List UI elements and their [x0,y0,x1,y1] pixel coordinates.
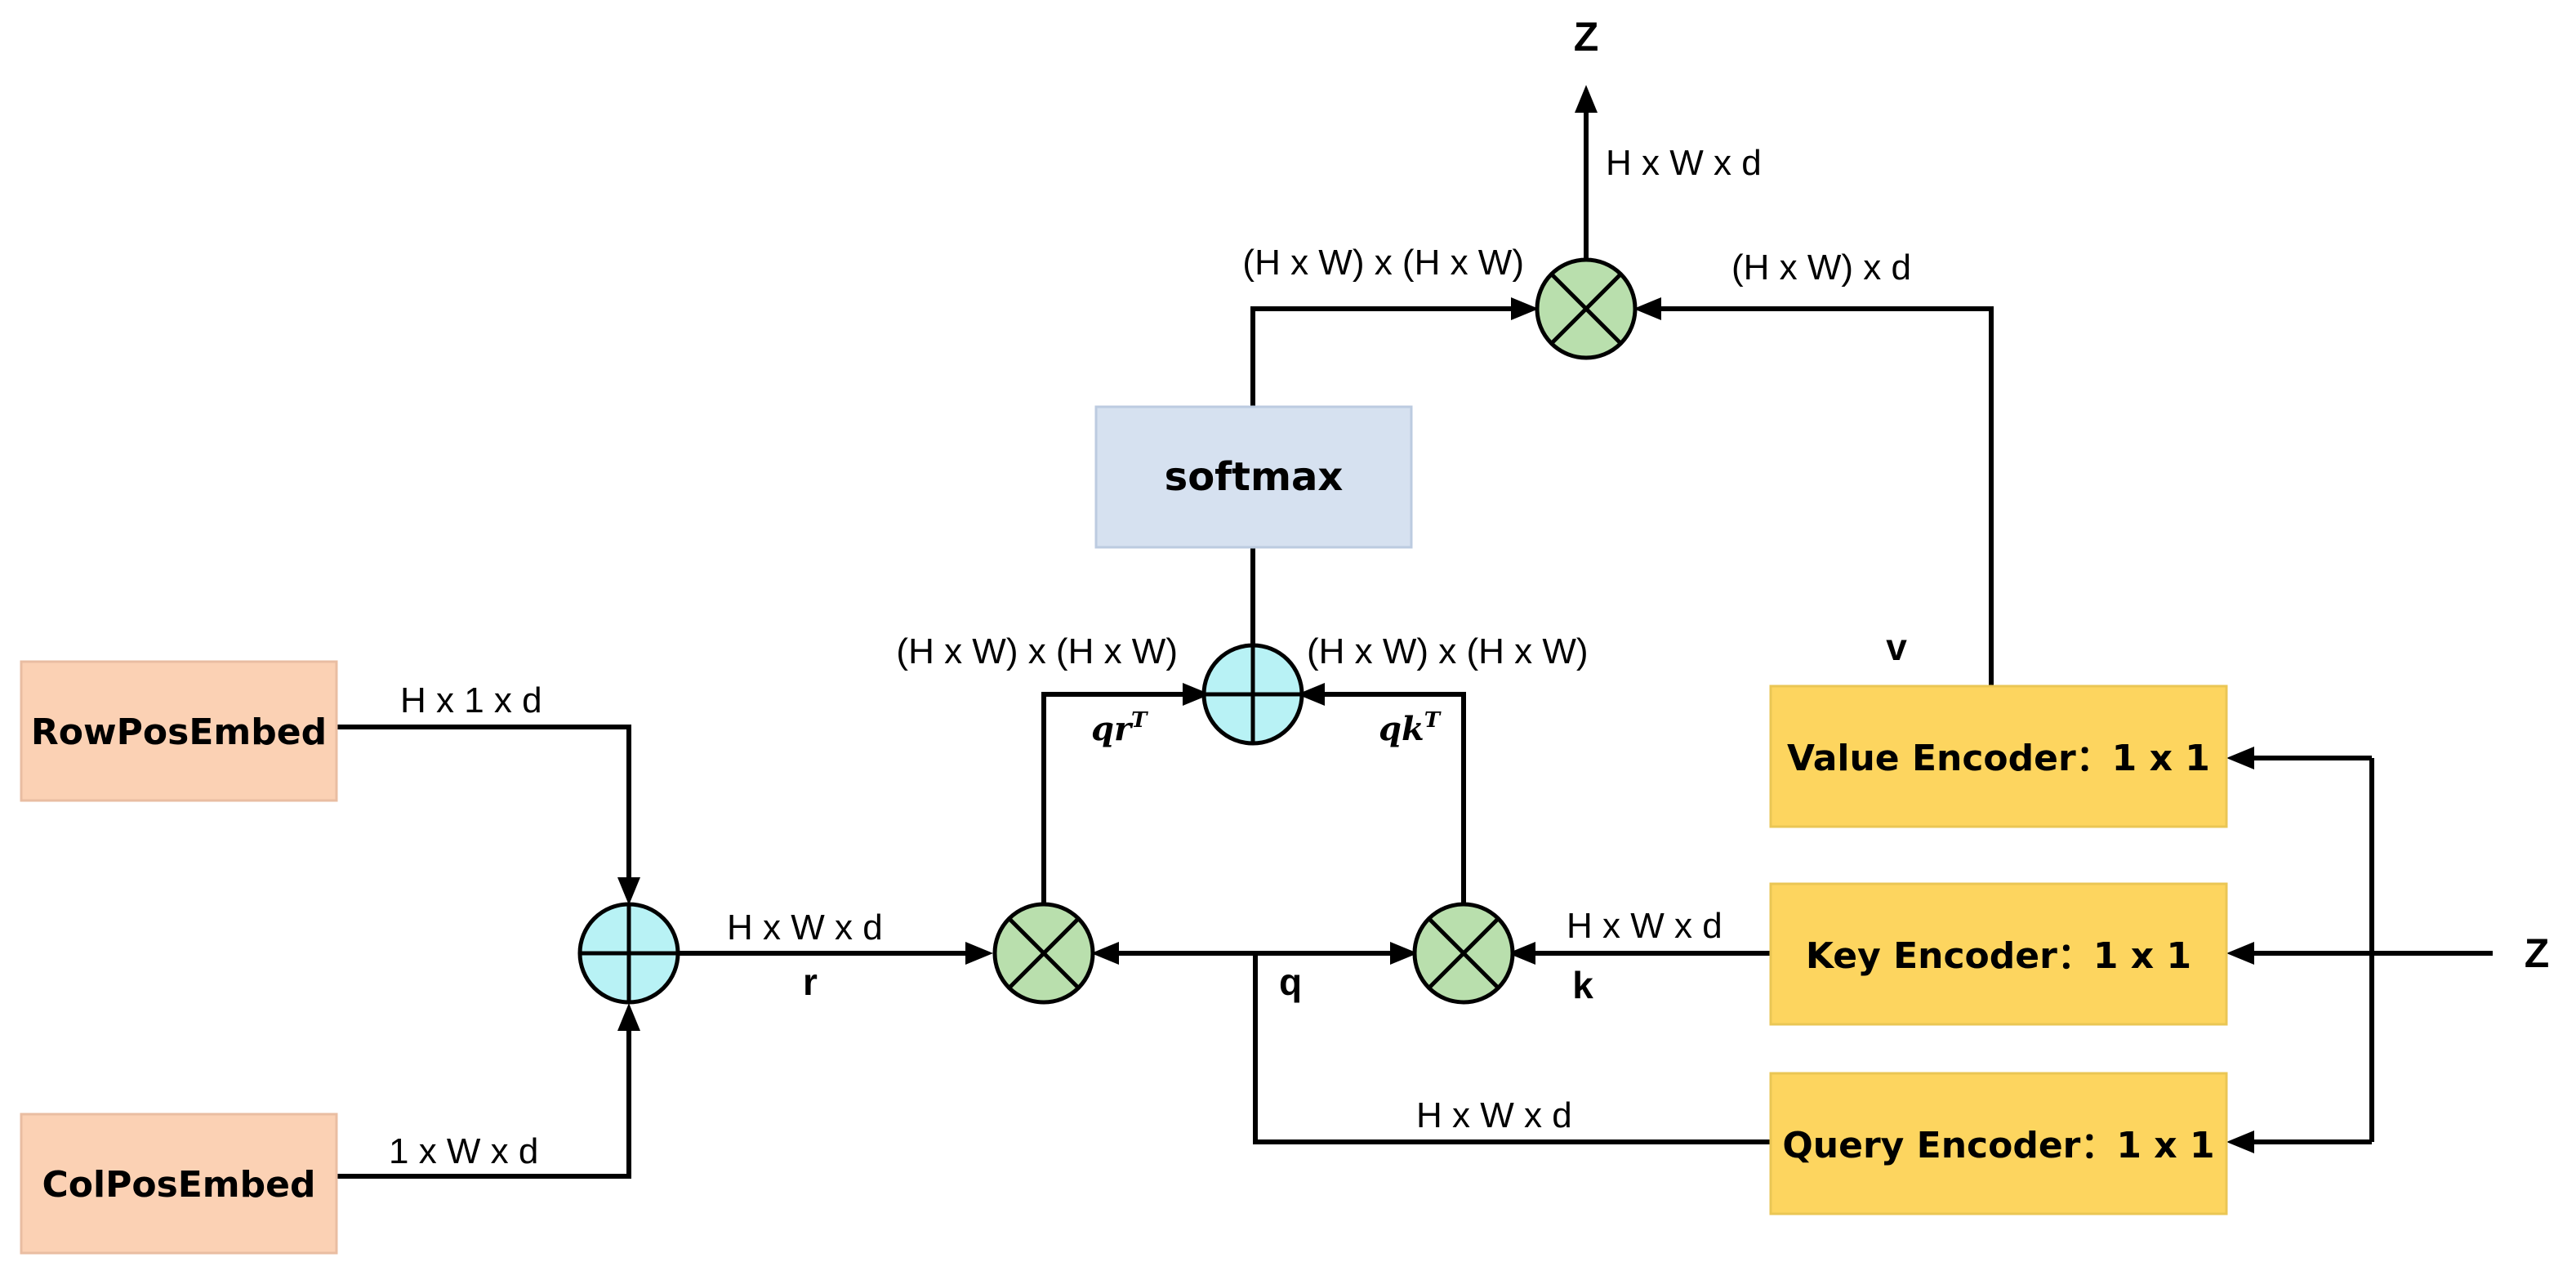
wire-qr [1041,692,1199,903]
wire-row-to-plus [336,725,631,894]
qk-dim-label: (H x W) x (H x W) [1307,631,1589,671]
add-node-embed [577,902,680,1005]
value-encoder-rect [1769,685,2228,828]
times-stroke-b [1008,917,1080,989]
softmax-label: softmax [1165,454,1344,500]
k-label: k [1572,964,1593,1006]
wire-query [1253,953,1771,1144]
row-dim-label: H x 1 x d [400,680,542,720]
value-dim-label: (H x W) x d [1731,248,1911,288]
key-encoder-label: Key Encoder：1 x 1 [1806,935,2191,977]
wire-col-to-plus [336,1013,631,1179]
value-encoder-label: Value Encoder：1 x 1 [1787,738,2210,779]
qr-dim-label: (H x W) x (H x W) [896,631,1178,671]
arrowhead-r [965,942,993,965]
multiply-node-qk [1412,902,1515,1005]
connectors [336,85,2493,1179]
r-label: r [803,961,818,1003]
attention-dim-label: (H x W) x (H x W) [1242,243,1524,283]
qr-term-sup: T [1131,708,1148,733]
multiply-node-qr [992,902,1095,1005]
arrowhead-k [1508,942,1535,965]
query-dim-label: H x W x d [1416,1095,1572,1135]
arrowhead-value [1633,297,1661,320]
query-encoder-box: Query Encoder：1 x 1 [1769,1072,2228,1215]
arrowhead-col-plus [617,1003,640,1031]
multiply-node-output [1535,257,1638,360]
softmax-rect [1094,405,1413,549]
row-pos-embed-label: RowPosEmbed [31,711,327,753]
add-node-logits [1201,643,1304,746]
qk-transpose-term: qkT [1379,708,1442,748]
arrowhead-q-left [1091,942,1119,965]
col-pos-embed-rect [20,1113,338,1255]
z-output-label: Z [1574,14,1599,60]
query-encoder-rect [1769,1072,2228,1215]
r-dim-label: H x W x d [727,908,883,948]
wire-qk [1307,692,1466,903]
wire-softmax-times [1250,306,1527,407]
qk-term-sup: T [1424,708,1442,733]
q-label: q [1279,961,1302,1003]
output-dim-label: H x W x d [1606,143,1762,183]
arrowhead-output [1575,85,1598,113]
query-encoder-label: Query Encoder：1 x 1 [1782,1125,2214,1166]
arrowhead-q-right [1390,942,1418,965]
z-input-label: Z [2525,930,2550,976]
arrowhead-softmax-times [1511,297,1539,320]
row-pos-embed-rect [20,660,338,802]
col-dim-label: 1 x W x d [389,1131,538,1171]
wire-value [1643,306,1994,686]
arrowhead-qr [1183,683,1210,706]
row-pos-embed-box: RowPosEmbed [20,660,338,802]
arrowhead-row-plus [617,877,640,905]
qr-term-base: qr [1091,710,1134,748]
times-stroke-b [1550,273,1622,345]
col-pos-embed-box: ColPosEmbed [20,1113,338,1255]
softmax-box: softmax [1094,405,1413,549]
arrowhead-qk [1297,683,1325,706]
arrowhead-value-in [2226,747,2254,769]
v-label: v [1886,626,1907,668]
arrowhead-query-in [2226,1131,2254,1153]
times-stroke-b [1428,917,1500,989]
qk-term-base: qk [1379,710,1424,748]
qr-transpose-term: qrT [1091,708,1148,748]
value-encoder-box: Value Encoder：1 x 1 [1769,685,2228,828]
col-pos-embed-label: ColPosEmbed [42,1164,315,1206]
key-encoder-box: Key Encoder：1 x 1 [1769,882,2228,1026]
arrowhead-key-in [2226,942,2254,965]
key-encoder-rect [1769,882,2228,1026]
k-dim-label: H x W x d [1567,906,1723,946]
